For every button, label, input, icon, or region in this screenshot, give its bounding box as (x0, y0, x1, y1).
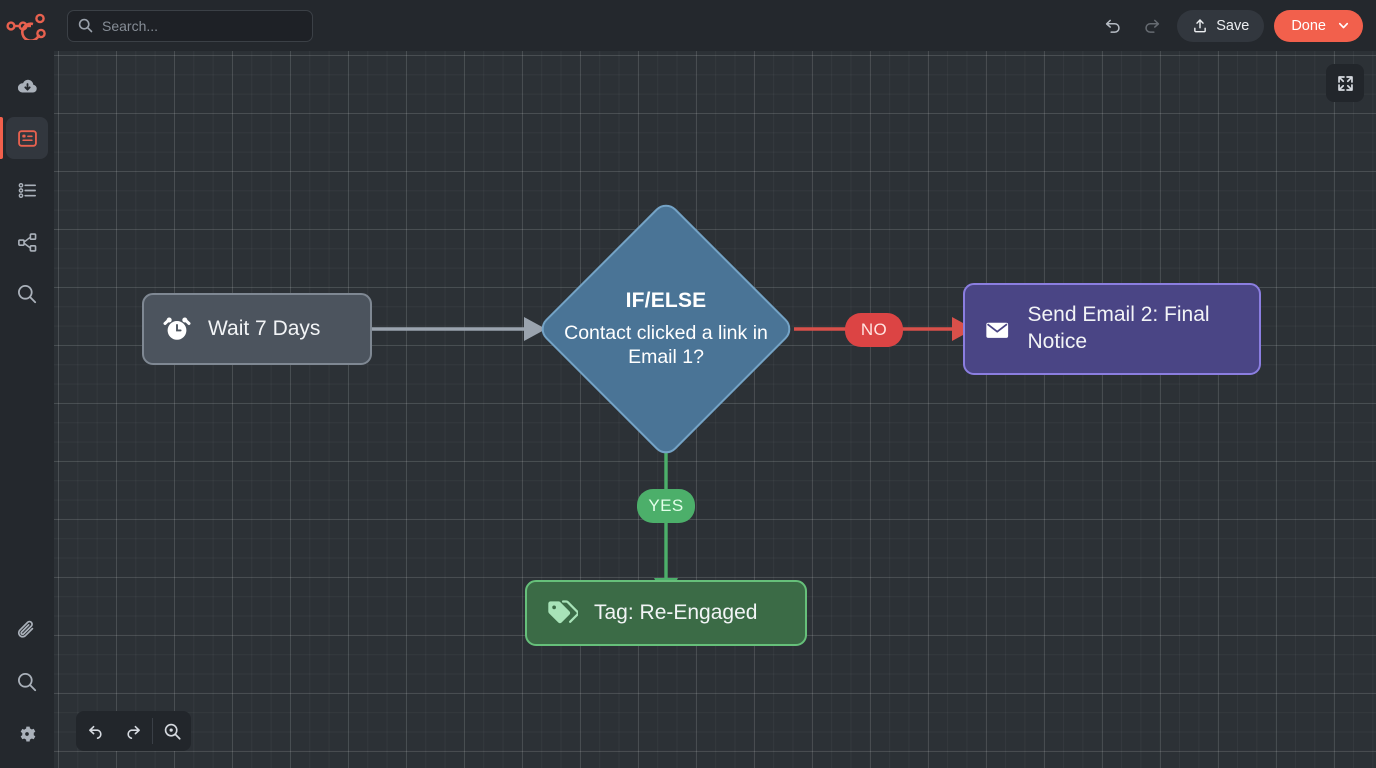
diamond-shape (535, 198, 797, 460)
toolbar-divider (152, 718, 153, 744)
share-network-icon (17, 232, 36, 252)
node-wait-7-days[interactable]: Wait 7 Days (142, 293, 372, 365)
edge-label-yes[interactable]: YES (637, 489, 695, 523)
node-wait-body[interactable]: Wait 7 Days (142, 293, 372, 365)
top-bar: Save Done (0, 0, 1376, 51)
sidebar-item-find[interactable] (0, 656, 54, 708)
search-input[interactable] (102, 17, 302, 34)
fit-to-screen-icon (1337, 75, 1353, 91)
alarm-clock-icon (163, 317, 191, 340)
node-if-else-body[interactable]: IF/ELSE Contact clicked a link in Email … (532, 195, 800, 463)
node-graph-logo-icon (6, 13, 46, 40)
node-send-email-2-label: Send Email 2: Final Notice (1027, 303, 1210, 353)
edge-wait-to-ifelse (372, 317, 546, 341)
node-send-email-2-body[interactable]: Send Email 2: Final Notice (963, 283, 1261, 375)
redo-arrow-icon (126, 725, 140, 739)
redo-arrow-icon (1145, 19, 1159, 33)
sidebar-item-cloud-download[interactable] (0, 60, 54, 112)
sidebar-item-share-network[interactable] (0, 216, 54, 268)
canvas-redo-button[interactable] (114, 711, 152, 751)
sidebar-bottom-group (0, 604, 54, 760)
zoom-search-icon (164, 723, 181, 740)
envelope-icon (986, 322, 1009, 338)
top-bar-actions: Save Done (1097, 9, 1376, 42)
workflow-canvas-icon (17, 129, 37, 147)
search-icon (18, 673, 37, 692)
cloud-download-icon (17, 79, 37, 93)
canvas-undo-button[interactable] (76, 711, 114, 751)
undo-arrow-icon (1105, 19, 1120, 33)
edge-label-no-text: NO (860, 320, 888, 339)
sidebar-top-group (0, 51, 54, 320)
sidebar-item-workflow-builder[interactable] (0, 112, 54, 164)
save-label: Save (1216, 17, 1250, 34)
tag-icon (548, 600, 578, 624)
search-box[interactable] (67, 9, 313, 42)
node-tag-re-engaged[interactable]: Tag: Re-Engaged (525, 580, 807, 646)
undo-button[interactable] (1097, 11, 1127, 41)
node-tag-re-engaged-body[interactable]: Tag: Re-Engaged (525, 580, 807, 646)
search-icon (18, 285, 37, 304)
node-send-email-2[interactable]: Send Email 2: Final Notice (963, 283, 1261, 375)
sidebar-item-settings[interactable] (0, 708, 54, 760)
gear-icon (20, 726, 36, 742)
canvas-zoom-button[interactable] (153, 711, 191, 751)
upload-icon (1194, 18, 1207, 32)
app-logo[interactable] (0, 0, 54, 51)
sidebar-item-list-view[interactable] (0, 164, 54, 216)
fit-to-screen-button[interactable] (1326, 64, 1364, 102)
sidebar-item-search-nav[interactable] (0, 268, 54, 320)
edge-label-yes-text: YES (648, 496, 684, 515)
sidebar-item-attachments[interactable] (0, 604, 54, 656)
undo-arrow-icon (88, 725, 102, 739)
left-sidebar (0, 51, 54, 768)
done-button[interactable]: Done (1274, 9, 1363, 42)
bulleted-list-icon (18, 182, 36, 198)
search-icon (78, 18, 93, 33)
edge-ifelse-to-tag-yes (654, 451, 678, 600)
node-if-else[interactable]: IF/ELSE Contact clicked a link in Email … (532, 195, 800, 463)
edge-label-no[interactable]: NO (845, 313, 903, 347)
paperclip-icon (17, 620, 34, 638)
node-wait-label: Wait 7 Days (208, 316, 321, 340)
chevron-down-icon (1338, 22, 1349, 29)
node-tag-re-engaged-label: Tag: Re-Engaged (594, 600, 758, 624)
redo-button[interactable] (1137, 11, 1167, 41)
workflow-canvas[interactable]: Wait 7 Days IF/ELSE Contact clicked a li… (54, 51, 1376, 768)
save-button[interactable]: Save (1177, 9, 1265, 42)
done-label: Done (1291, 17, 1326, 34)
canvas-bottom-toolbar (76, 711, 191, 751)
